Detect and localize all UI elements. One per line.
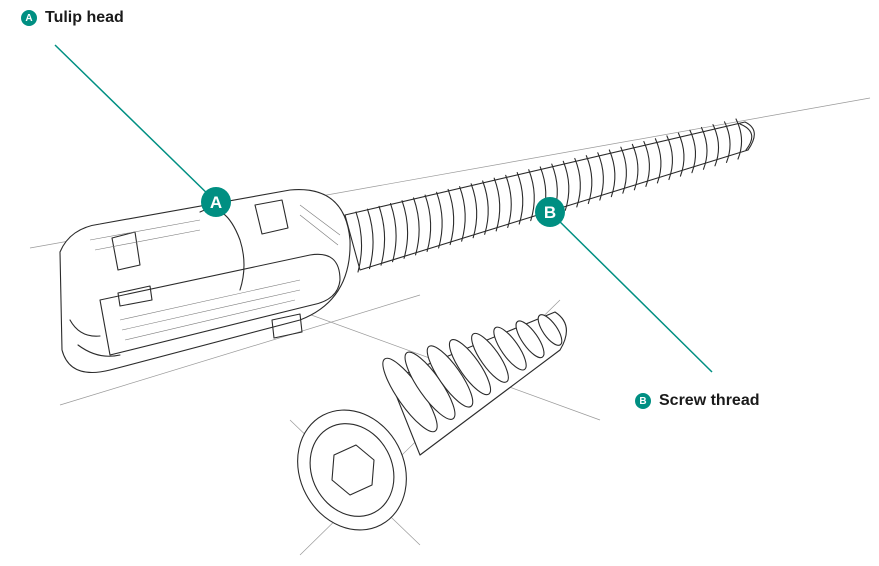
screw-shaft-icon	[344, 118, 755, 273]
small-thread-ring	[493, 326, 527, 371]
callout-b-badge	[535, 197, 565, 227]
callout-a-badge	[201, 187, 231, 217]
thread-ring	[689, 129, 696, 174]
thread-ring	[608, 149, 616, 198]
small-thread-ring	[426, 345, 474, 408]
shaft-threads	[355, 118, 743, 273]
thread-ring	[436, 191, 443, 249]
small-thread-ring	[537, 314, 563, 346]
thread-ring	[723, 121, 731, 163]
thread-ring	[597, 152, 604, 201]
thread-ring	[389, 202, 397, 263]
thread-ring	[447, 188, 455, 246]
legend-badge-b: B	[635, 393, 651, 409]
thread-ring	[355, 211, 363, 273]
legend-label-screw-thread: Screw thread	[659, 392, 760, 409]
thread-ring	[413, 197, 420, 256]
thread-ring	[493, 177, 501, 232]
small-thread-ring	[471, 332, 509, 383]
legend-screw-thread: B Screw thread	[635, 392, 759, 410]
small-thread-ring	[448, 339, 492, 396]
thread-ring	[631, 143, 639, 191]
callout-b: B	[535, 197, 713, 373]
thread-ring	[378, 205, 386, 266]
thread-ring	[470, 183, 478, 239]
thread-ring	[620, 146, 627, 194]
thread-ring	[585, 155, 593, 205]
callout-b-letter: B	[544, 203, 556, 222]
callout-a-leader	[54, 44, 217, 203]
hex-socket-icon	[331, 444, 375, 496]
thread-ring	[505, 174, 512, 229]
tulip-head-icon	[59, 189, 351, 374]
thread-ring	[516, 171, 524, 225]
small-thread-ring	[515, 320, 545, 359]
thread-ring	[677, 132, 685, 177]
thread-ring	[482, 180, 489, 235]
thread-ring	[700, 126, 708, 170]
callout-a-letter: A	[210, 193, 222, 212]
callout-a: A	[54, 44, 231, 217]
legend-tulip-head: A Tulip head	[21, 9, 124, 27]
legend-label-tulip-head: Tulip head	[45, 9, 124, 26]
thread-ring	[574, 157, 581, 208]
thread-ring	[401, 200, 409, 259]
thread-ring	[366, 208, 374, 270]
thread-ring	[712, 124, 720, 167]
thread-ring	[735, 118, 743, 160]
thread-ring	[528, 169, 535, 222]
thread-ring	[562, 160, 570, 211]
thread-ring	[424, 194, 432, 253]
legend-badge-a: A	[21, 10, 37, 26]
small-screw-threads	[382, 314, 563, 433]
thread-ring	[654, 138, 662, 184]
thread-ring	[459, 186, 466, 242]
thread-ring	[643, 140, 650, 187]
small-screw-icon	[297, 311, 567, 531]
thread-ring	[666, 135, 673, 181]
callout-b-leader	[549, 211, 713, 373]
tulip-hatching	[89, 204, 341, 341]
